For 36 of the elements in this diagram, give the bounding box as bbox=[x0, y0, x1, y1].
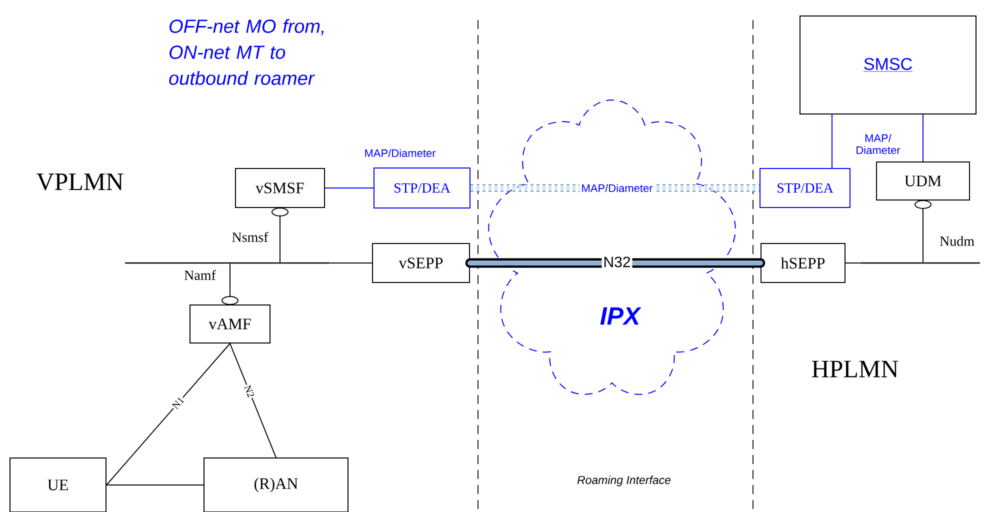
cloud-label: IPX bbox=[600, 307, 642, 325]
network-box: (R)AN bbox=[204, 458, 348, 512]
link-line bbox=[922, 114, 924, 162]
edge-label: Nsmsf bbox=[230, 230, 270, 244]
region-title: VPLMN bbox=[36, 174, 124, 190]
edge-label: Namf bbox=[182, 268, 218, 282]
edge-label: MAP/Diameter bbox=[362, 147, 438, 159]
network-box: vSMSF bbox=[235, 168, 325, 208]
edge-label: MAP/ Diameter bbox=[846, 132, 910, 156]
network-box: vAMF bbox=[190, 304, 270, 344]
bus-line bbox=[125, 262, 330, 264]
note-text: OFF-net MO from, ON-net MT to outbound roamer bbox=[169, 19, 324, 85]
edge-label: N32 bbox=[602, 255, 632, 269]
network-box: STP/DEA bbox=[760, 168, 850, 208]
network-box: UE bbox=[10, 458, 106, 512]
interface-line bbox=[272, 208, 288, 263]
region-title: HPLMN bbox=[812, 360, 898, 378]
edge-label: N2 bbox=[242, 383, 256, 400]
link-line bbox=[106, 343, 230, 486]
edge-label: MAP/Diameter bbox=[580, 182, 654, 194]
link-line bbox=[845, 262, 860, 264]
edge-label: N1 bbox=[170, 394, 186, 412]
network-box: SMSC bbox=[800, 16, 976, 114]
link-line bbox=[106, 484, 204, 486]
network-box: vSEPP bbox=[372, 243, 470, 283]
tube-link bbox=[465, 258, 766, 268]
interface-line bbox=[914, 200, 932, 263]
bus-line bbox=[860, 262, 980, 264]
edge-label: Nudm bbox=[938, 234, 976, 248]
interface-line bbox=[222, 263, 238, 305]
network-box: UDM bbox=[876, 162, 970, 200]
link-line bbox=[330, 262, 372, 264]
region-caption: Roaming Interface bbox=[577, 476, 671, 486]
network-box: STP/DEA bbox=[374, 168, 470, 208]
network-box: hSEPP bbox=[760, 243, 846, 283]
link-line bbox=[230, 343, 276, 458]
